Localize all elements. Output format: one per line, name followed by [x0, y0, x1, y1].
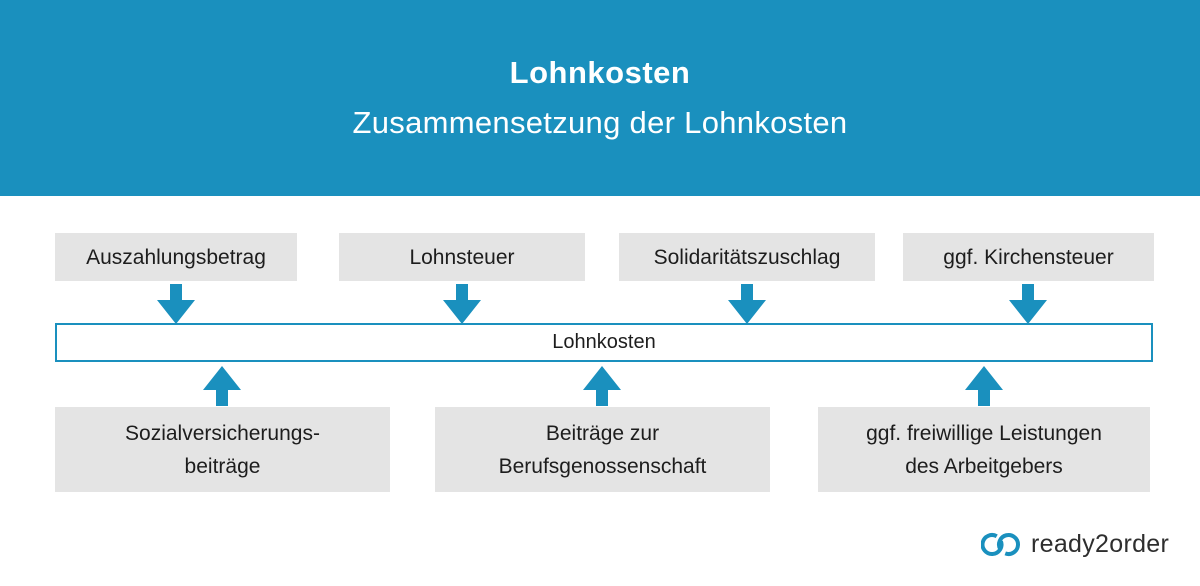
- box-label-line1: Sozialversicherungs-: [125, 421, 320, 445]
- brand-name: ready2order: [1031, 529, 1170, 558]
- up-arrow-icon: [965, 366, 1003, 406]
- box-solidaritaetszuschlag: Solidaritätszuschlag: [619, 233, 875, 281]
- box-label: Lohnsteuer: [409, 245, 515, 269]
- box-label-line1: ggf. freiwillige Leistungen: [866, 421, 1102, 445]
- brand-logo: ready2order: [981, 524, 1169, 564]
- box-sozialversicherungsbeitraege: Sozialversicherungs- beiträge: [55, 407, 390, 492]
- box-lohnkosten-central: Lohnkosten: [55, 323, 1153, 362]
- header-banner: Lohnkosten Zusammensetzung der Lohnkoste…: [0, 0, 1200, 196]
- down-arrow-icon: [157, 284, 195, 324]
- page-title: Lohnkosten: [509, 55, 691, 90]
- down-arrow-icon: [728, 284, 766, 324]
- box-auszahlungsbetrag: Auszahlungsbetrag: [55, 233, 297, 281]
- down-arrow-icon: [443, 284, 481, 324]
- box-label-line2: des Arbeitgebers: [905, 454, 1063, 478]
- down-arrow-icon: [1009, 284, 1047, 324]
- box-label: Auszahlungsbetrag: [86, 245, 266, 269]
- box-kirchensteuer: ggf. Kirchensteuer: [903, 233, 1154, 281]
- box-label: ggf. Kirchensteuer: [943, 245, 1114, 269]
- up-arrow-icon: [203, 366, 241, 406]
- box-label-line1: Beiträge zur: [545, 421, 660, 445]
- ready2order-rings-icon: [981, 528, 1021, 561]
- box-freiwillige-leistungen: ggf. freiwillige Leistungen des Arbeitge…: [818, 407, 1150, 492]
- box-label: Solidaritätszuschlag: [653, 245, 841, 269]
- up-arrow-icon: [583, 366, 621, 406]
- box-berufsgenossenschaft: Beiträge zur Berufsgenossenschaft: [435, 407, 770, 492]
- box-label-line2: beiträge: [184, 454, 261, 478]
- box-label-line2: Berufsgenossenschaft: [498, 454, 707, 478]
- box-lohnsteuer: Lohnsteuer: [339, 233, 585, 281]
- center-box-label: Lohnkosten: [552, 331, 656, 353]
- page-subtitle: Zusammensetzung der Lohnkosten: [352, 105, 848, 140]
